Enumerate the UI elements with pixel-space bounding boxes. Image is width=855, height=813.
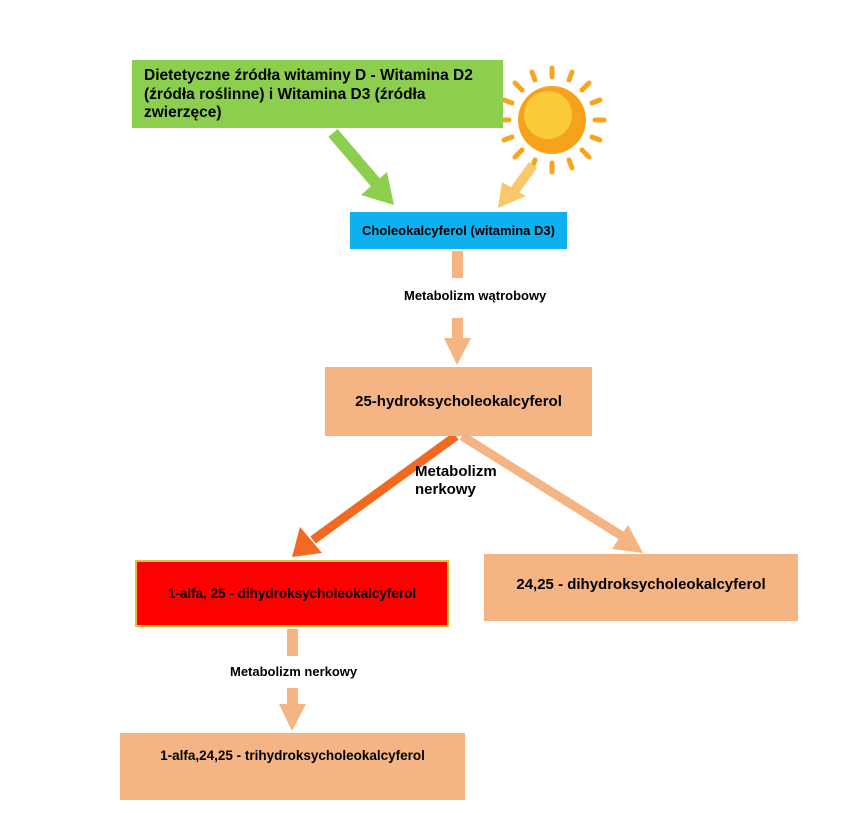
- sun-icon: [497, 65, 607, 175]
- renal-metabolism-label: Metabolizm nerkowy: [415, 463, 497, 498]
- trihydroxy-box: 1-alfa,24,25 - trihydroksycholeokalcyfer…: [120, 733, 465, 800]
- arrow-dietary-to-cholecalciferol: [328, 129, 394, 205]
- arrow-25-hydroxy-to-2425: [459, 432, 643, 553]
- dietary-sources-box: Dietetyczne źródła witaminy D - Witamina…: [132, 60, 503, 128]
- renal-metabolism-label-2: Metabolizm nerkowy: [230, 664, 358, 679]
- cholecalciferol-box: Choleokalcyferol (witamina D3): [350, 212, 567, 249]
- 25-hydroxy-box: 25-hydroksycholeokalcyferol: [325, 367, 592, 436]
- arrow-1alfa25-to-trihydroxy: [279, 629, 306, 731]
- 2425-dihydroxy-box: 24,25 - dihydroksycholeokalcyferol: [484, 554, 798, 621]
- 1alfa25-dihydroxy-box: 1-alfa, 25 - dihydroksycholeokalcyferol: [135, 560, 449, 627]
- arrow-sun-to-cholecalciferol: [498, 162, 538, 208]
- liver-metabolism-label: Metabolizm wątrobowy: [404, 288, 547, 303]
- arrow-25-hydroxy-to-1alfa25: [292, 432, 459, 557]
- arrow-cholecalciferol-to-25-hydroxy: [444, 251, 471, 365]
